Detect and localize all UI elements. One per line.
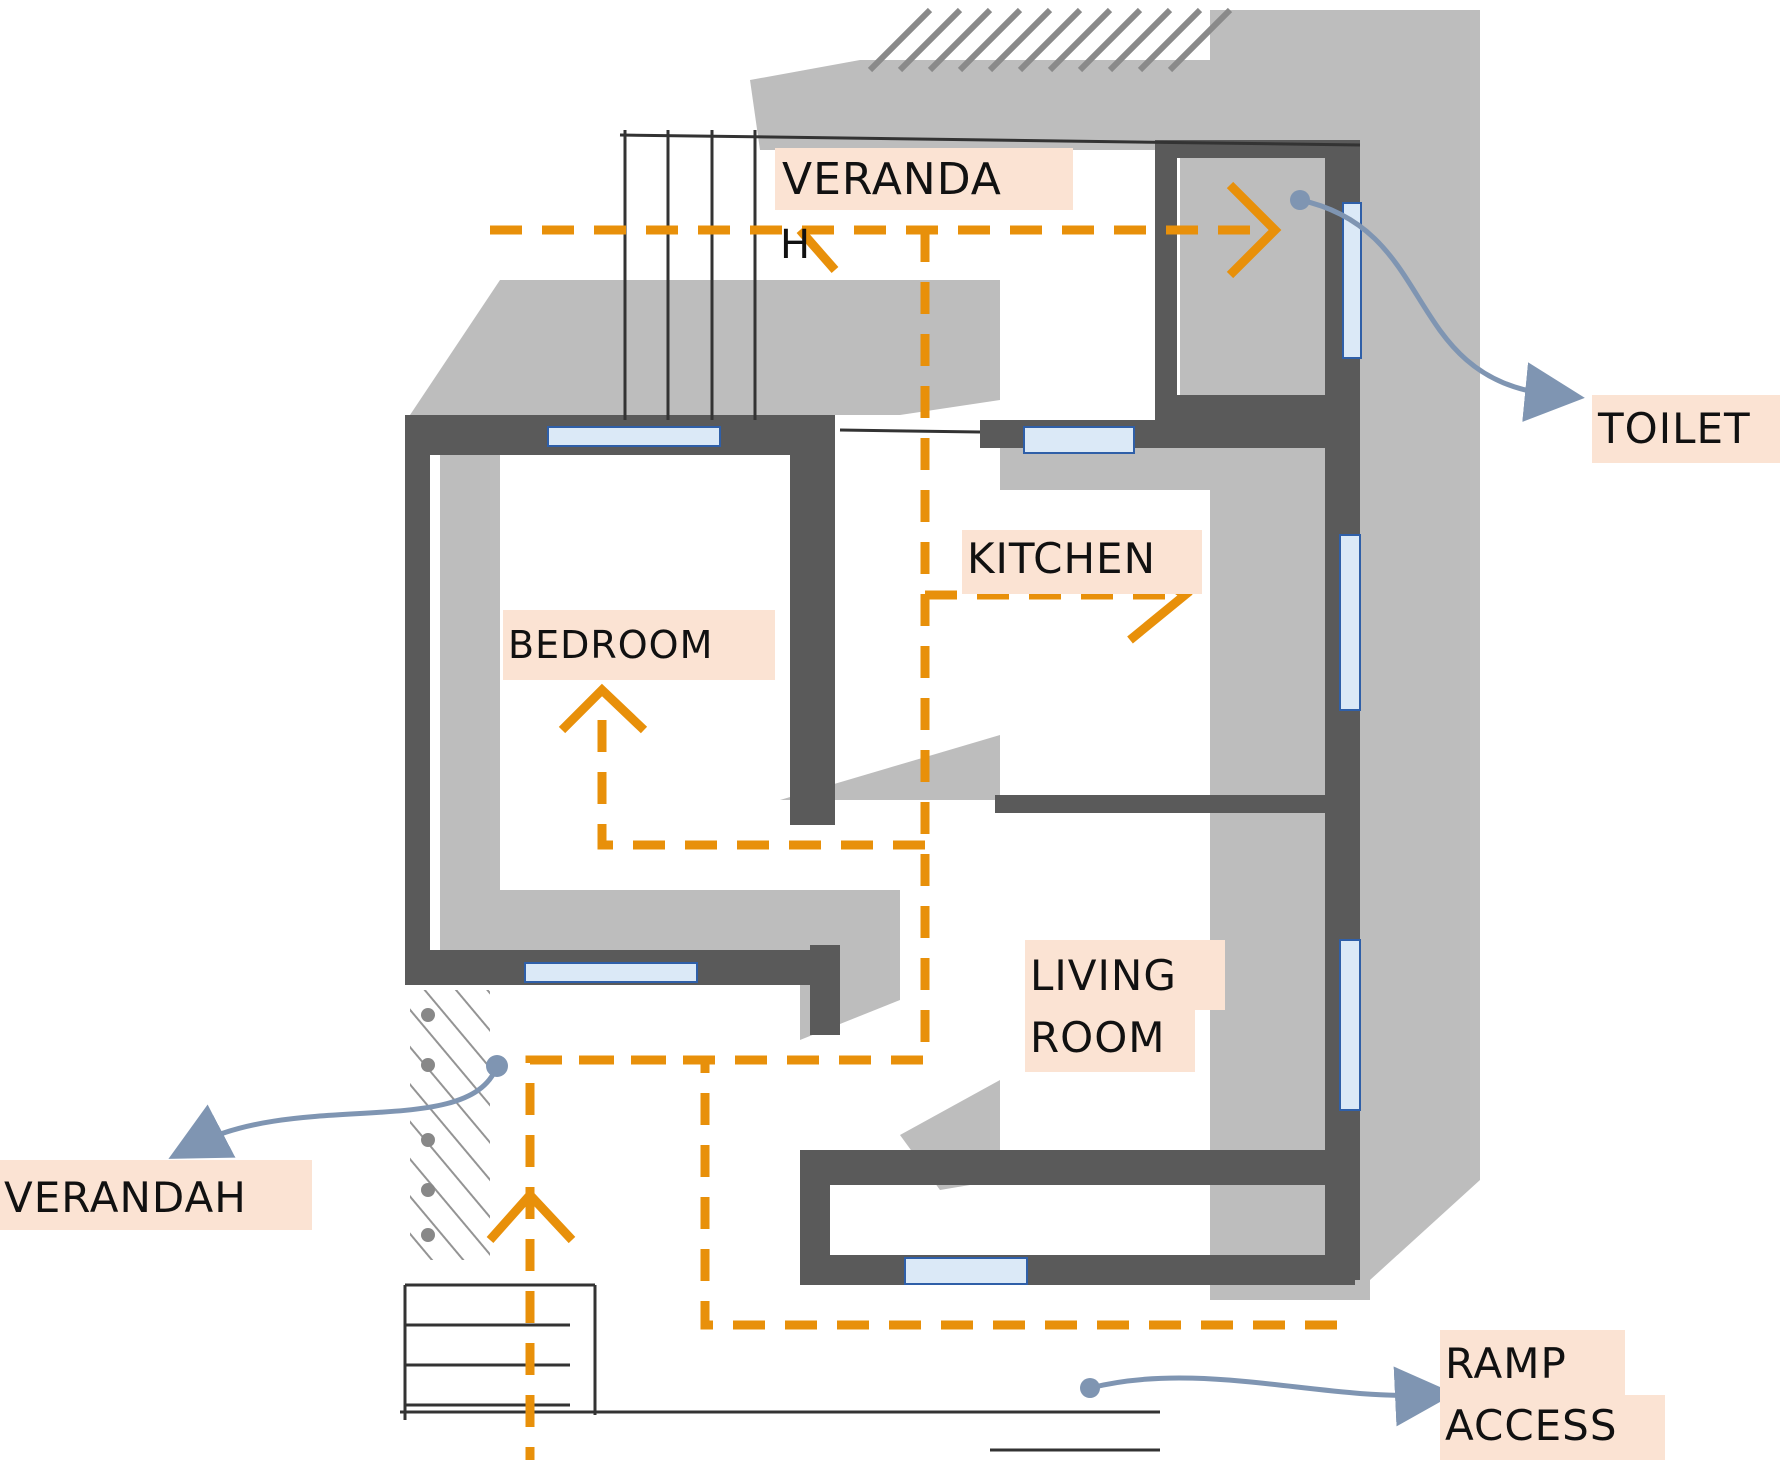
pointer-dot-toilet (1290, 190, 1310, 210)
pointers (168, 197, 1585, 1427)
pointer-dot-ramp (1080, 1378, 1100, 1398)
label-verandah-text: VERANDAH (4, 1173, 247, 1222)
arrowhead-veranda-left (796, 227, 839, 273)
label-toilet: TOILET (1592, 395, 1780, 463)
stairs (400, 1283, 1160, 1420)
label-verandah: VERANDAH (0, 1160, 312, 1230)
window-bedroom-bottom (524, 962, 698, 983)
verandah-hatch (410, 990, 490, 1260)
window-kitchen-right (1339, 534, 1361, 711)
shading-mass (410, 10, 1480, 1300)
window-living-right (1339, 939, 1361, 1111)
label-veranda-top: VERANDA H (775, 148, 1073, 268)
label-bedroom-text: BEDROOM (508, 623, 713, 667)
path-main-spine (525, 230, 930, 1460)
pointer-ramp (1089, 1366, 1455, 1427)
label-ramp-access: RAMP ACCESS (1440, 1330, 1665, 1460)
label-living-text-line2: ROOM (1030, 1013, 1166, 1062)
label-toilet-text: TOILET (1597, 404, 1751, 453)
arrowhead-entry (486, 1188, 576, 1244)
path-to-bedroom (597, 700, 925, 850)
label-living-text-line1: LIVING (1030, 951, 1177, 1000)
window-living-bottom (904, 1257, 1028, 1285)
label-ramp-text-line1: RAMP (1445, 1339, 1567, 1388)
veranda-structure-top (619, 130, 1361, 1452)
window-bedroom-top (547, 426, 721, 447)
wall-hatch-top (867, 7, 1233, 73)
pointer-dot-verandah (486, 1055, 508, 1077)
arrowhead-bedroom (558, 683, 648, 734)
arrowhead-toilet (1226, 181, 1282, 279)
label-kitchen-text: KITCHEN (967, 534, 1156, 583)
label-kitchen: KITCHEN (962, 530, 1202, 594)
pointer-dots (486, 190, 1310, 1398)
label-ramp-text-line2: ACCESS (1445, 1401, 1618, 1450)
windows (524, 202, 1362, 1285)
pointer-verandah (168, 1065, 500, 1159)
pointer-toilet (1299, 197, 1585, 422)
label-bedroom: BEDROOM (503, 610, 775, 680)
window-toilet (1342, 202, 1362, 359)
window-kitchen-top (1023, 426, 1135, 454)
circulation-paths (490, 225, 1350, 1460)
label-veranda-top-text: VERANDA (782, 154, 1002, 205)
label-living-room: LIVING ROOM (1025, 940, 1225, 1072)
label-veranda-top-overflow: H (780, 222, 811, 268)
